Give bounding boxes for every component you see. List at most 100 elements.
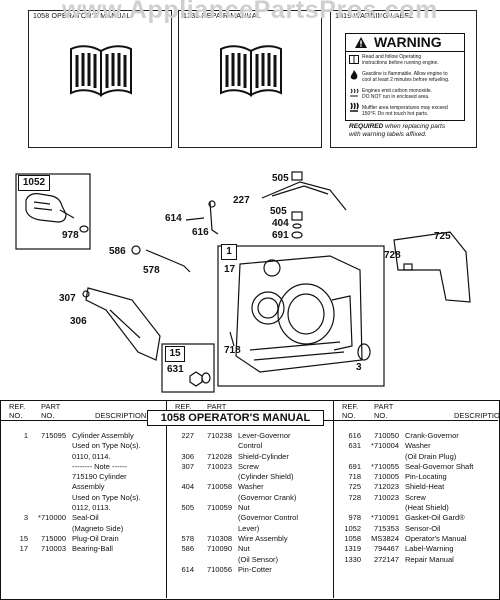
warning-title: WARNING — [374, 34, 442, 50]
hdr-part: PART — [207, 402, 227, 411]
ref-number: 718 — [348, 472, 361, 482]
hdr-ref: REF. — [9, 402, 26, 411]
warning-line: cool at least 2 minutes before refueling… — [362, 77, 450, 83]
part-number: 272147 — [373, 554, 399, 564]
part-description: Washer — [238, 482, 264, 492]
ref-number — [4, 452, 28, 462]
part-description: Operator's Manual — [405, 533, 467, 543]
label-306: 306 — [70, 316, 87, 327]
label-718: 718 — [224, 345, 241, 356]
part-number — [194, 555, 238, 565]
part-description: Shield-Heat — [405, 482, 445, 492]
fumes-icon — [350, 88, 359, 97]
part-number: 710056 — [206, 564, 232, 574]
part-description: Lever-Governor — [238, 431, 291, 440]
book-icon — [220, 45, 282, 97]
part-number: 715000 — [40, 533, 66, 543]
parts-row: 715190 Cylinder — [4, 472, 141, 482]
part-number — [28, 482, 72, 492]
nut-505b — [291, 211, 303, 221]
part-description: 0110, 0114. — [72, 451, 111, 461]
part-number: 712028 — [206, 451, 232, 461]
part-number: 712023 — [373, 482, 399, 492]
part-description: Shield-Cylinder — [238, 451, 289, 461]
part-description: Gasket-Oil Gard® — [405, 513, 465, 523]
oil-sensor-box — [15, 173, 91, 250]
ref-number: 17 — [19, 544, 28, 554]
ref-number: 1052 — [344, 523, 361, 533]
watermark: www.AppliancePartsPros.com — [62, 0, 438, 24]
ref-number: 1319 — [344, 544, 361, 554]
washer-631 — [201, 372, 211, 384]
label-728: 728 — [384, 250, 401, 261]
hdr-ref: REF. — [175, 402, 192, 411]
parts-row: Used on Type No(s). — [4, 493, 141, 503]
ref-number — [4, 441, 28, 451]
part-description: (Cylinder Shield) — [238, 472, 294, 482]
label-17: 17 — [224, 264, 236, 275]
warning-label-box: 1319 WARNING LABEL WARNING Read and foll… — [330, 10, 477, 148]
part-description: Pin-Locating — [405, 472, 447, 482]
ref-number — [4, 462, 28, 472]
warning-triangle-icon — [355, 37, 367, 48]
hdr-desc: DESCRIPTION — [95, 411, 147, 420]
ref-number: 227 — [181, 431, 194, 440]
ref-number — [4, 493, 28, 503]
ref-number — [170, 555, 194, 565]
part-number: 710003 — [40, 544, 66, 554]
parts-row: Lever) — [170, 524, 298, 534]
warning-line: Gasoline is flammable. Allow engine to — [362, 71, 448, 77]
part-description: Plug-Oil Drain — [72, 533, 119, 543]
parts-row: 578 710308 Wire Assembly — [170, 534, 298, 544]
part-description: (Oil Drain Plug) — [405, 451, 457, 461]
part-number: 710308 — [206, 533, 232, 543]
col1-header: REF.PART NO.NO.DESCRIPTION — [9, 402, 146, 420]
part-description: Repair Manual — [405, 554, 454, 564]
ref-number: 578 — [181, 533, 194, 543]
callout-1052: 1052 — [18, 175, 50, 191]
ref-number — [170, 493, 194, 503]
governor-crank — [209, 201, 219, 235]
part-number: 710023 — [373, 492, 399, 502]
manual-icon — [349, 55, 359, 64]
part-number — [28, 524, 72, 534]
hdr-pno: NO. — [374, 411, 388, 420]
label-3: 3 — [356, 362, 362, 373]
part-description: Cylinder Assembly — [72, 431, 134, 440]
ref-number: 404 — [181, 482, 194, 492]
heat-shield — [393, 231, 471, 303]
label-614: 614 — [165, 213, 182, 224]
ref-number: 307 — [181, 461, 194, 471]
label-586: 586 — [109, 246, 126, 257]
hdr-no: NO. — [9, 411, 23, 420]
part-description: Wire Assembly — [238, 533, 288, 543]
fire-icon — [350, 70, 358, 80]
ref-number — [4, 482, 28, 492]
label-227: 227 — [233, 195, 250, 206]
parts-row: Control — [170, 441, 298, 451]
exploded-parts-diagram — [15, 171, 471, 393]
part-number — [194, 472, 238, 482]
part-description: Nut — [238, 503, 250, 513]
hot-surface-icon — [350, 102, 359, 112]
hdr-ref: REF. — [342, 402, 359, 411]
part-description: Sensor-Oil — [405, 523, 441, 533]
ref-number: 586 — [181, 544, 194, 554]
part-number — [194, 493, 238, 503]
hdr-desc: DESCRIPTION — [454, 411, 500, 420]
ref-number: 614 — [181, 564, 194, 574]
part-description: (Governor Control — [238, 513, 299, 523]
oil-gard-gasket — [79, 225, 89, 233]
drain-plug — [189, 371, 203, 387]
part-description: Label-Warning — [405, 544, 454, 554]
part-description: Washer — [405, 441, 431, 451]
part-number: *710091 — [371, 513, 399, 523]
